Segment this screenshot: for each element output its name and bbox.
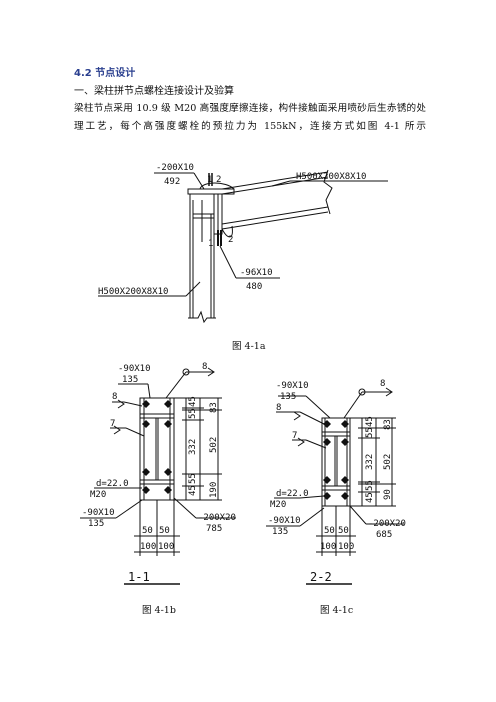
fig-a-stiffener-len: 480 (246, 282, 262, 292)
fig-a-column: H500X200X8X10 (98, 287, 168, 297)
bolt-icon (164, 468, 172, 476)
bolt-icon (142, 468, 150, 476)
fig-a-cut-bot-1: 1 (208, 239, 213, 249)
fig-a-cut-top-2: 2 (216, 175, 221, 185)
fig-b-plate-len: 135 (122, 375, 138, 385)
fig-b-plate2-len: 135 (88, 519, 104, 529)
fig-b-dim-83: 83 (209, 402, 219, 413)
bolt-icon (164, 420, 172, 428)
fig-c-dim-45a: 45 (365, 416, 375, 427)
bolt-icon (323, 492, 331, 500)
fig-b-dim-55a: 55 (188, 408, 198, 419)
fig-a-stiffener: -96X10 (240, 268, 273, 278)
bolt-icon (142, 400, 150, 408)
fig-c-plate2: -90X10 (268, 516, 301, 526)
fig-b-end-plate: -200X20 (198, 513, 236, 523)
bolt-icon (164, 400, 172, 408)
fig-c-dim-332: 332 (365, 454, 375, 470)
figure-b-caption: 图 4-1b (142, 605, 176, 616)
fig-b-title: 1-1 (128, 570, 150, 584)
bolt-icon (323, 438, 331, 446)
fig-b-weld-8b: 8 (202, 362, 207, 372)
fig-b-bolt: M20 (90, 490, 106, 500)
fig-b-plate2: -90X10 (82, 508, 115, 518)
fig-b-dim-100a: 100 (140, 542, 156, 552)
figure-b-drawing (80, 367, 236, 585)
fig-c-dim-83: 83 (383, 419, 393, 430)
bolt-group-b (142, 400, 172, 494)
fig-b-dim-190: 190 (209, 482, 219, 498)
fig-c-dim-90: 90 (383, 489, 393, 500)
fig-c-plate2-len: 135 (272, 527, 288, 537)
fig-c-weld-7: 7 (292, 431, 297, 441)
fig-b-dim-45a: 45 (188, 396, 198, 407)
fig-a-plate-top: -200X10 (156, 163, 194, 173)
bolt-icon (323, 420, 331, 428)
fig-b-dim-332: 332 (188, 439, 198, 455)
bolt-icon (341, 492, 349, 500)
fig-c-dim-502: 502 (383, 454, 393, 470)
fig-c-dim-100a: 100 (320, 542, 336, 552)
figure-c-drawing (266, 387, 404, 585)
figure-a-caption: 图 4-1a (232, 341, 266, 352)
subsection-heading: 一、梁柱拼节点螺栓连接设计及验算 (74, 86, 234, 97)
fig-b-plate: -90X10 (118, 364, 151, 374)
fig-b-dim-45b: 45 (188, 485, 198, 496)
fig-c-end-plate-len: 685 (376, 530, 392, 540)
fig-c-dim-45b: 45 (365, 492, 375, 503)
fig-b-dim-55b: 55 (188, 473, 198, 484)
fig-c-dim-100b: 100 (338, 542, 354, 552)
fig-b-dim-100b: 100 (158, 542, 174, 552)
body-paragraph: 梁柱节点采用 10.9 级 M20 高强度摩擦连接，构件接触面采用喷砂后生赤锈的… (74, 103, 426, 132)
bolt-group-c (323, 420, 349, 500)
fig-c-bolt: M20 (270, 500, 286, 510)
fig-c-dim-55b: 55 (365, 480, 375, 491)
fig-b-weld-8a: 8 (112, 392, 117, 402)
fig-b-weld-7: 7 (110, 419, 115, 429)
figure-a-drawing (98, 169, 388, 324)
fig-c-weld-8a: 8 (276, 403, 281, 413)
fig-c-weld-8b: 8 (380, 379, 385, 389)
fig-b-dim-50b: 50 (159, 526, 170, 536)
bolt-icon (142, 486, 150, 494)
fig-a-cut-bot-2: 2 (228, 235, 233, 245)
fig-a-beam: H500X200X8X10 (296, 172, 366, 182)
fig-c-end-plate: -200X20 (368, 519, 406, 529)
fig-b-bolt-d: d=22.0 (96, 479, 129, 489)
bolt-icon (341, 476, 349, 484)
fig-c-dim-55a: 55 (365, 427, 375, 438)
fig-c-plate-len: 135 (280, 392, 296, 402)
bolt-icon (323, 476, 331, 484)
bolt-icon (341, 438, 349, 446)
fig-a-plate-top-len: 492 (164, 177, 180, 187)
fig-c-dim-50b: 50 (338, 526, 349, 536)
fig-c-title: 2-2 (310, 570, 332, 584)
fig-c-dim-50a: 50 (324, 526, 335, 536)
figure-c-caption: 图 4-1c (320, 605, 354, 616)
fig-c-bolt-d: d=22.0 (276, 489, 309, 499)
section-heading: 4.2 节点设计 (74, 68, 136, 79)
fig-a-cut-top-1: 1 (207, 175, 212, 185)
fig-c-plate: -90X10 (276, 381, 309, 391)
bolt-icon (164, 486, 172, 494)
fig-b-end-plate-len: 785 (206, 524, 222, 534)
bolt-icon (341, 420, 349, 428)
bolt-icon (142, 420, 150, 428)
fig-b-dim-50a: 50 (142, 526, 153, 536)
fig-b-dim-502: 502 (209, 437, 219, 453)
